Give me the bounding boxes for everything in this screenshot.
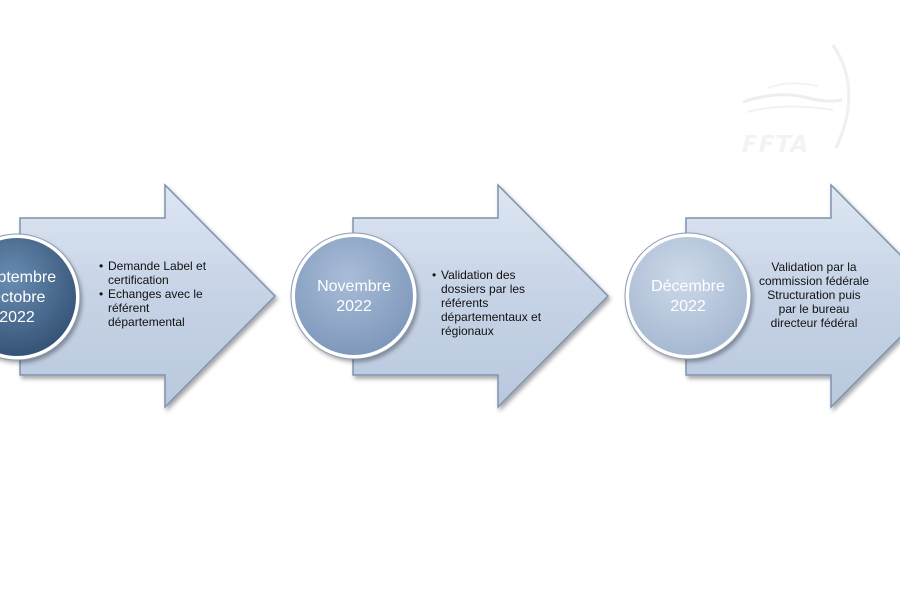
bullet-item: Validation des dossiers par les référent… xyxy=(432,268,546,338)
period-label-step-3: Décembre 2022 xyxy=(627,276,749,318)
arrow-step-3 xyxy=(685,183,900,409)
period-line: Décembre xyxy=(651,278,725,295)
period-line: 2022 xyxy=(670,298,706,315)
period-label-step-1: Septembre Octobre 2022 xyxy=(0,266,78,330)
text-line: Validation par la xyxy=(771,260,857,274)
period-line: 2022 xyxy=(336,298,372,315)
circle-step-3 xyxy=(625,233,751,359)
period-line: Septembre xyxy=(0,269,57,286)
period-line: Novembre xyxy=(317,278,391,295)
step-1-bullets: Demande Label et certification Echanges … xyxy=(98,259,218,329)
text-line: directeur fédéral xyxy=(770,316,858,330)
logo-text: FFTA xyxy=(742,132,810,158)
step-2-text: Validation des dossiers par les référent… xyxy=(431,268,546,338)
bullet-item: Demande Label et certification xyxy=(99,259,218,287)
period-line: 2022 xyxy=(0,309,35,326)
period-label-step-2: Novembre 2022 xyxy=(293,276,415,318)
step-2-bullets: Validation des dossiers par les référent… xyxy=(431,268,546,338)
ffta-logo xyxy=(742,44,851,149)
bullet-item: Echanges avec le référent départemental xyxy=(99,287,218,329)
circle-step-1 xyxy=(0,234,80,360)
circle-step-2 xyxy=(291,233,417,359)
step-1-text: Demande Label et certification Echanges … xyxy=(98,259,218,329)
step-3-text: Validation par la commission fédérale St… xyxy=(748,260,880,330)
text-line: par le bureau xyxy=(778,302,850,316)
text-line: commission fédérale xyxy=(758,274,870,288)
period-line: Octobre xyxy=(0,289,46,306)
text-line: Structuration puis xyxy=(767,288,861,302)
